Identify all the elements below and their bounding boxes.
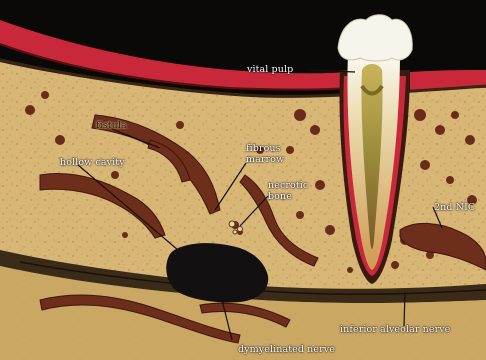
label-vital-pulp: vital pulp bbox=[247, 65, 293, 75]
label-demyelinated-nerve: dymyelinated nerve bbox=[238, 345, 335, 355]
label-fistula: fistula bbox=[96, 121, 127, 131]
label-2nd-nic: 2nd NIC bbox=[434, 203, 475, 213]
label-fibrous-marrow: fibrous marrow bbox=[246, 143, 284, 165]
label-inferior-alveolar-nerve: inferior alveolar nerve bbox=[340, 325, 450, 335]
label-hollow-cavity: hollow cavity bbox=[60, 158, 125, 168]
label-necrotic-bone: necrotic bone bbox=[268, 180, 308, 202]
